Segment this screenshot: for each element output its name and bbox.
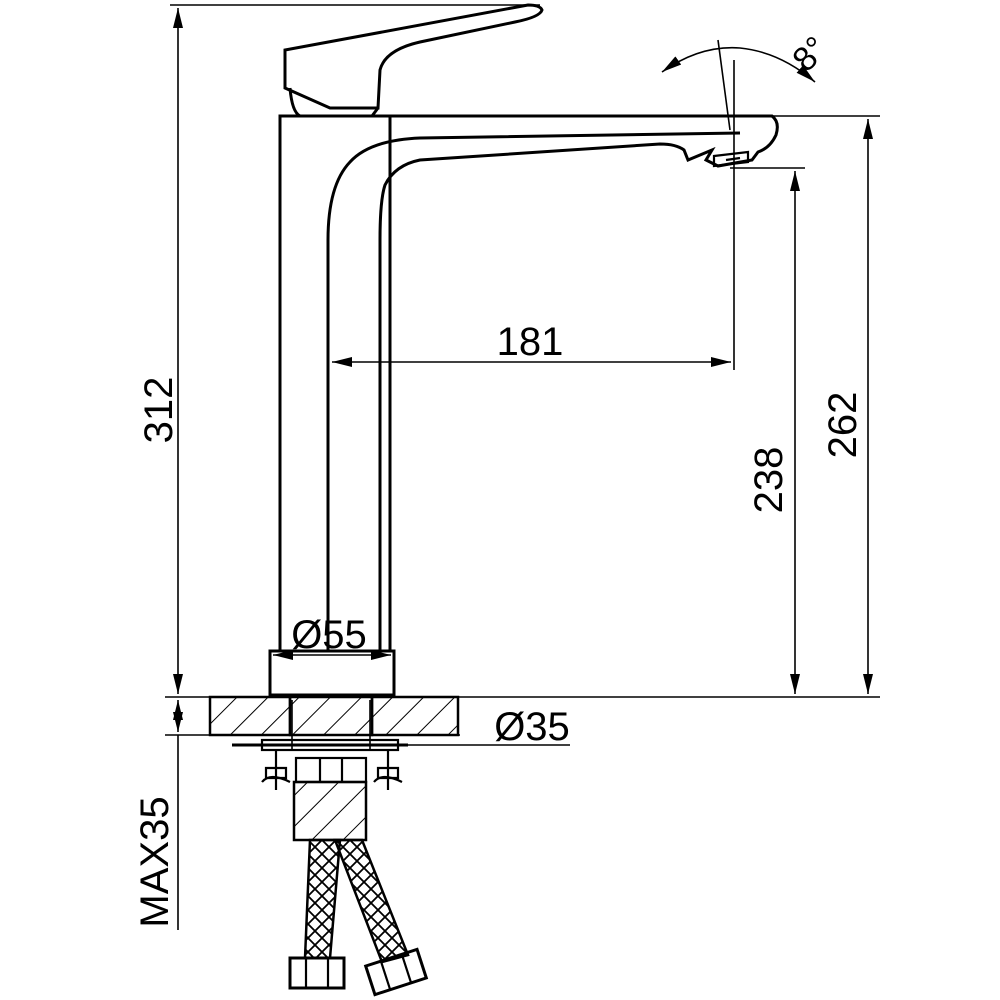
aerator (712, 150, 750, 168)
supply-hoses (288, 838, 429, 997)
dimension-lines (170, 4, 880, 930)
label-outlet-height: 238 (747, 447, 791, 514)
label-counter-thickness: MAX35 (133, 796, 177, 927)
label-total-height: 312 (137, 377, 181, 444)
spout-inner (326, 131, 741, 651)
label-spout-reach: 181 (497, 320, 564, 364)
handle-lever (283, 3, 544, 110)
label-body-height: 262 (821, 392, 865, 459)
countertop-section (165, 695, 880, 842)
body-column (278, 114, 392, 653)
label-swivel-angle: 8° (785, 29, 835, 79)
hex-nut (294, 756, 368, 784)
handle-base (288, 87, 380, 118)
hose-nut-right (363, 947, 429, 997)
dim-arc-swivel-angle (661, 46, 816, 83)
hose-nut-left (288, 956, 346, 990)
dimension-labels: 312 181 238 262 Ø55 Ø35 MAX35 8° (133, 29, 865, 927)
countertop-hatch-center (288, 695, 374, 737)
label-hole-diameter: Ø35 (494, 705, 570, 749)
countertop-hatch-right (370, 695, 460, 737)
mounting-studs (261, 750, 403, 790)
threaded-shank (292, 780, 368, 842)
supply-hose-right (333, 838, 410, 964)
countertop-hatch-left (208, 695, 292, 737)
supply-hose-left (303, 838, 342, 960)
base-flange (268, 649, 396, 697)
label-base-diameter: Ø55 (291, 613, 367, 657)
spout-outer (280, 114, 779, 651)
